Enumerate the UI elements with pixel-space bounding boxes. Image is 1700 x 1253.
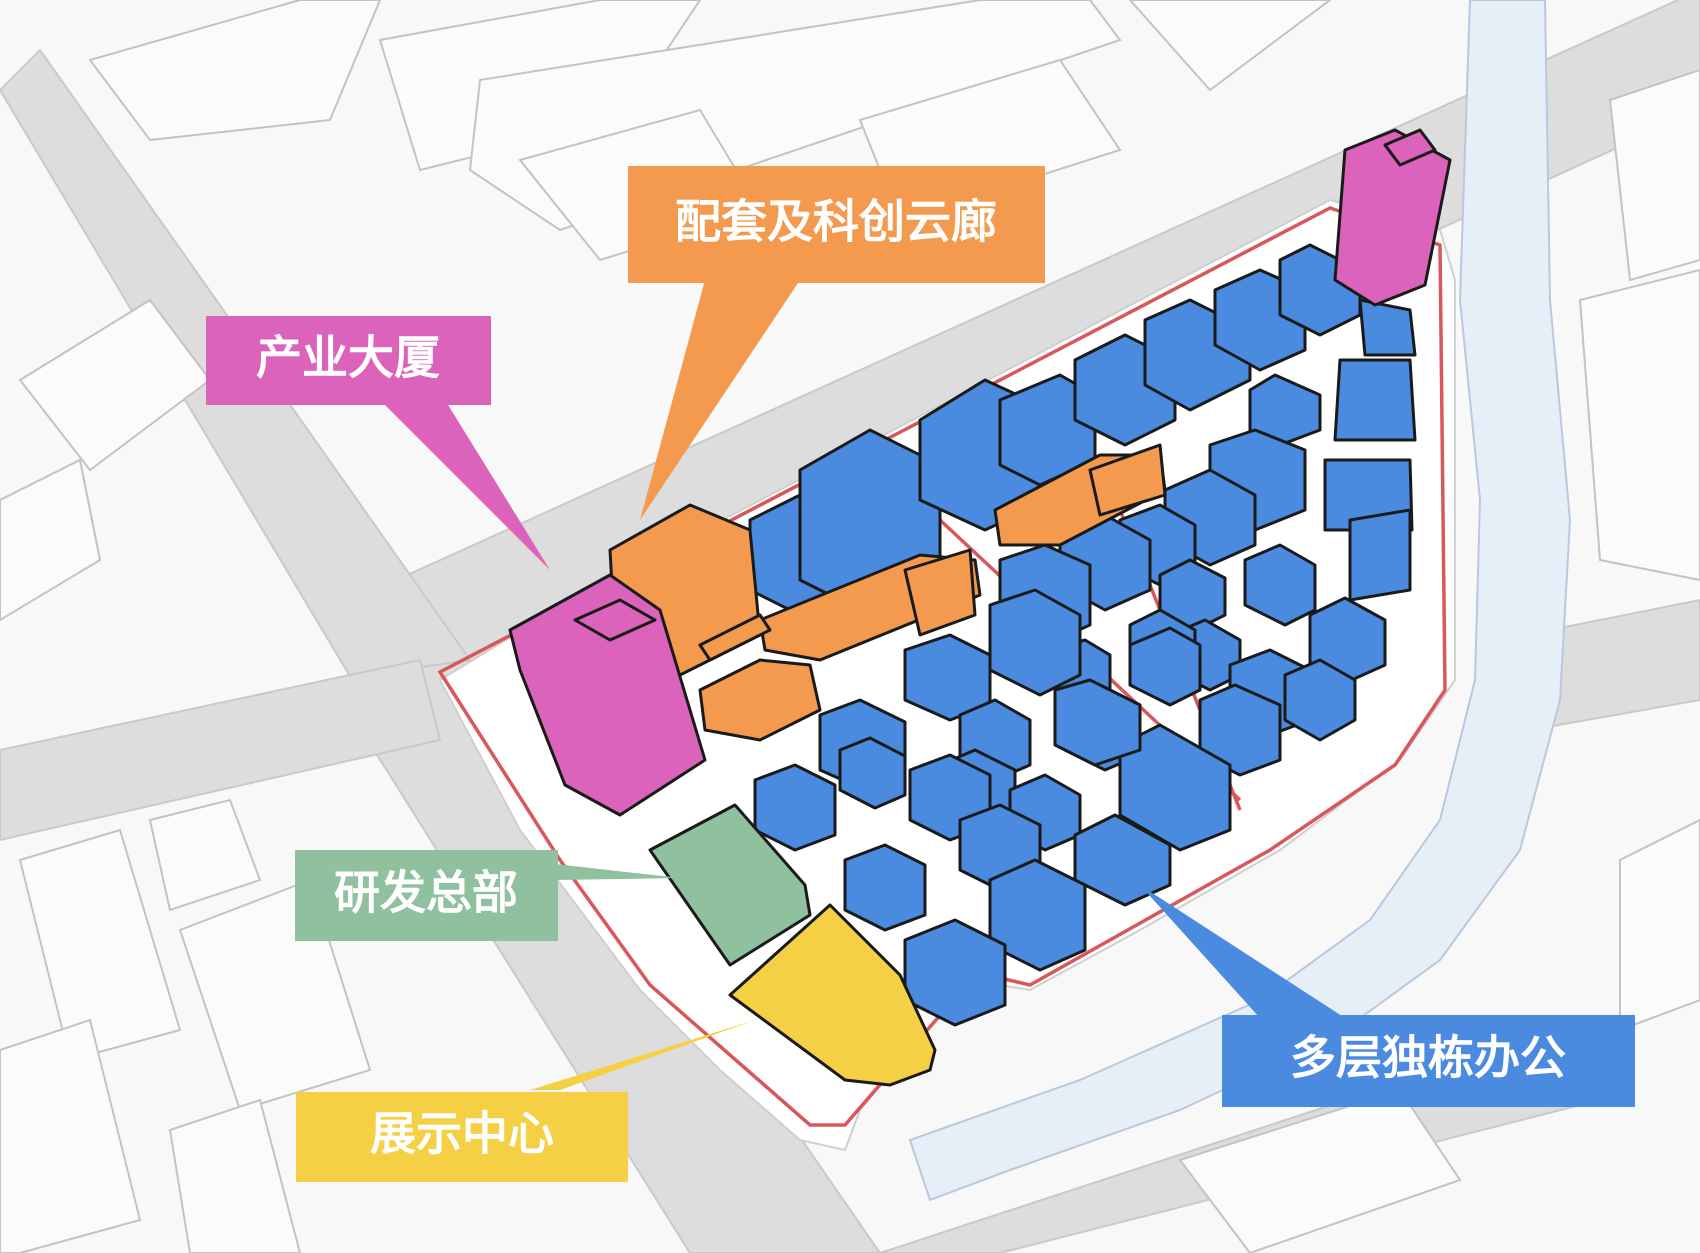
- sky-corridor-segment: [698, 658, 822, 742]
- label-rnd-box: [295, 850, 558, 941]
- office-block: [1053, 678, 1142, 767]
- office-block: [1248, 373, 1322, 447]
- road-west-lower: [0, 658, 442, 842]
- label-office: 多层独栋办公: [1140, 885, 1635, 1107]
- label-industry-pointer: [380, 400, 550, 570]
- office-block: [753, 763, 837, 852]
- label-support-box: [628, 166, 1045, 283]
- label-rnd: 研发总部: [295, 850, 680, 941]
- industry-tower-roof: [573, 598, 657, 642]
- label-industry: 产业大厦: [206, 316, 550, 570]
- highrise-north-roof: [1383, 128, 1437, 167]
- label-showroom-text: 展示中心: [370, 1107, 554, 1161]
- industry-tower: [508, 128, 1452, 817]
- office-block: [1283, 658, 1357, 742]
- sky-corridor-segment: [903, 548, 977, 637]
- label-rnd-text: 研发总部: [334, 866, 518, 920]
- office-block: [1358, 298, 1417, 357]
- label-support: 配套及科创云廊: [628, 166, 1045, 520]
- office-block: [1118, 723, 1232, 852]
- office-block: [1128, 626, 1202, 707]
- office-block: [1333, 358, 1417, 442]
- river: [908, 0, 1572, 1202]
- label-support-pointer: [640, 280, 800, 520]
- office-block: [1348, 508, 1412, 602]
- corridor-bridge: [698, 613, 772, 662]
- label-rnd-pointer: [555, 864, 680, 880]
- highrise-north: [1333, 128, 1452, 307]
- support-corridor: [608, 443, 1167, 742]
- sky-corridor-segment: [1088, 443, 1167, 517]
- office-block: [1243, 543, 1317, 627]
- label-showroom-box: [296, 1092, 628, 1182]
- label-showroom-pointer: [530, 1020, 755, 1090]
- label-office-text: 多层独栋办公: [1290, 1031, 1566, 1085]
- office-blocks: [748, 243, 1417, 1027]
- label-industry-box: [206, 316, 491, 405]
- office-block: [838, 736, 907, 810]
- label-showroom: 展示中心: [296, 1020, 755, 1182]
- label-industry-text: 产业大厦: [256, 331, 440, 385]
- showroom-building: [728, 903, 937, 1087]
- main-road-south: [328, 658, 882, 1253]
- office-block: [843, 843, 927, 932]
- rnd-headquarters-building: [648, 803, 812, 967]
- label-office-pointer: [1140, 885, 1345, 1018]
- label-office-box: [1222, 1015, 1635, 1107]
- label-support-text: 配套及科创云廊: [675, 195, 997, 249]
- industry-tower-main: [508, 573, 707, 817]
